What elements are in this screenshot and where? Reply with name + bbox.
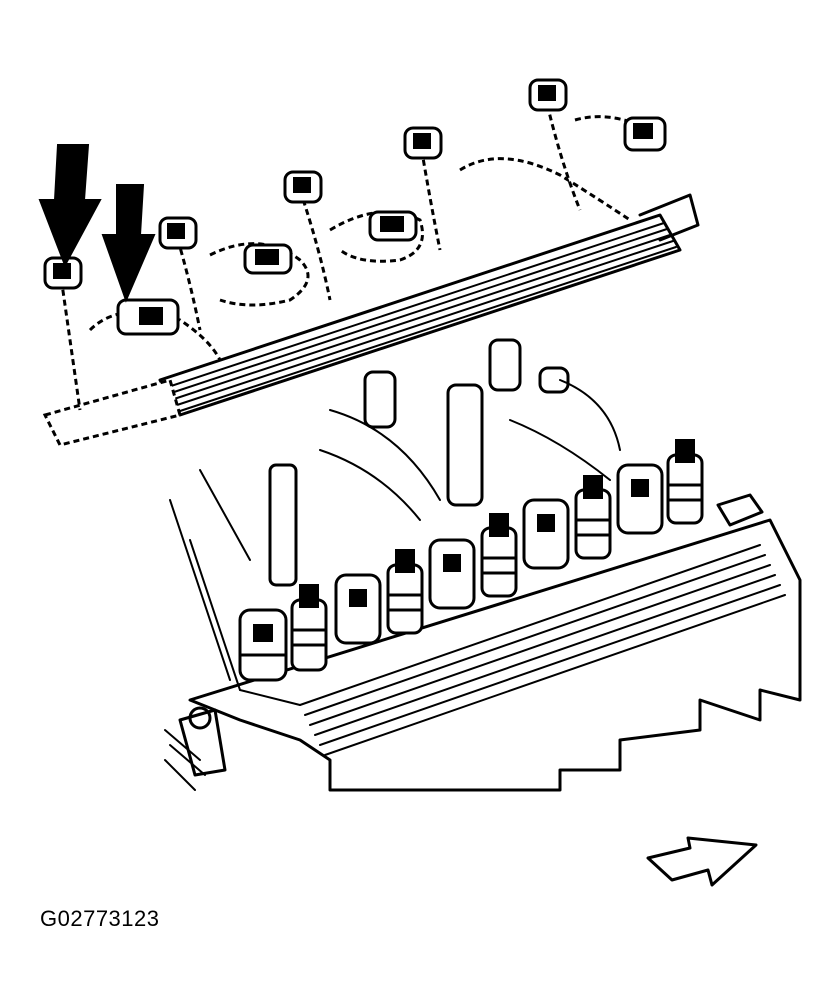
down-arrow-icon-1	[38, 144, 102, 268]
injector-5	[666, 439, 704, 525]
end-fitting	[716, 493, 764, 527]
valve-cover-body	[164, 469, 802, 792]
down-arrow-icon-2	[101, 184, 156, 303]
harness-connectors	[43, 78, 667, 336]
coil-3	[428, 538, 476, 610]
injector-3	[480, 513, 518, 598]
harness-standoffs	[268, 338, 621, 587]
coil-2	[334, 573, 382, 645]
connector-2	[158, 216, 198, 250]
injector-2	[386, 549, 424, 635]
figure-id-label: G02773123	[40, 906, 160, 931]
connector-6	[623, 116, 667, 152]
injector-1	[290, 584, 328, 672]
connector-8	[368, 210, 418, 242]
coil-4	[522, 498, 570, 570]
connector-5	[528, 78, 568, 112]
coil-pack-row	[238, 439, 764, 682]
connector-7	[243, 243, 293, 275]
callout-arrows	[38, 144, 156, 303]
injector-4	[574, 475, 612, 560]
coil-1	[238, 608, 288, 682]
connector-1	[43, 256, 83, 290]
connector-9	[116, 298, 180, 336]
connector-4	[403, 126, 443, 160]
front-direction-arrow-icon	[646, 836, 758, 887]
coil-5	[616, 463, 664, 535]
connector-3	[283, 170, 323, 204]
wiring-loom	[58, 94, 651, 411]
harness-rail	[42, 193, 700, 447]
